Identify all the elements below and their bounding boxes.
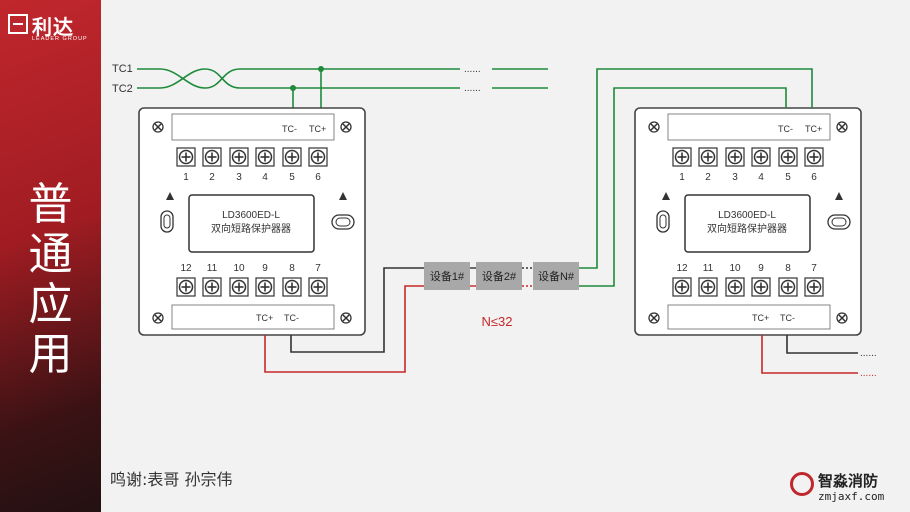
output-wire-black <box>290 267 424 353</box>
terminal-number: 6 <box>811 172 817 183</box>
terminal-number: 12 <box>180 263 192 274</box>
tc2-continuation: ...... <box>464 83 481 94</box>
terminal-number: 12 <box>676 263 688 274</box>
section-title-char: 应 <box>28 279 73 330</box>
terminal-number: 9 <box>758 263 764 274</box>
led-right-icon <box>827 214 851 230</box>
top-tc-plus-label: TC+ <box>309 124 326 134</box>
indicator-right-icon <box>339 192 347 200</box>
section-title-char: 普 <box>28 179 73 230</box>
device-box <box>533 262 579 290</box>
top-tc-minus-label: TC- <box>778 124 793 134</box>
terminal-number: 8 <box>785 263 791 274</box>
terminal-number: 2 <box>705 172 711 183</box>
bottom-tc-plus-label: TC+ <box>752 313 769 323</box>
right-black-continuation: ...... <box>860 348 877 359</box>
watermark-url: zmjaxf.com <box>818 490 885 503</box>
tc1-label: TC1 <box>112 63 133 75</box>
terminal-number: 6 <box>315 172 321 183</box>
protector-module-right: TC- TC+ 1 2 3 4 5 6 LD3600ED-L 双向短路保护器器 … <box>634 107 862 336</box>
label-plate <box>684 194 811 253</box>
led-right-icon <box>331 214 355 230</box>
bottom-tc-minus-label: TC- <box>284 313 299 323</box>
model-number: LD3600ED-L <box>222 210 280 221</box>
watermark-logo-icon <box>790 472 814 496</box>
terminal-number: 4 <box>758 172 764 183</box>
device-label: 设备2# <box>482 269 517 283</box>
terminal-number: 4 <box>262 172 268 183</box>
credits: 鸣谢:表哥 孙宗伟 <box>110 470 233 489</box>
terminal-number: 10 <box>729 263 741 274</box>
logo-mark-icon <box>8 14 28 34</box>
wiring-diagram: TC1 TC2 ...... ...... TC- TC+ 1 2 3 4 5 … <box>112 63 877 379</box>
terminal-number: 1 <box>183 172 189 183</box>
right-red-continuation: ...... <box>860 368 877 379</box>
top-tc-minus-label: TC- <box>282 124 297 134</box>
tc2-label: TC2 <box>112 83 133 95</box>
model-number: LD3600ED-L <box>718 210 776 221</box>
label-plate <box>188 194 315 253</box>
device-chain: 设备1# 设备2# 设备N# N≤32 <box>424 262 579 329</box>
device-box <box>476 262 522 290</box>
indicator-right-icon <box>835 192 843 200</box>
watermark: 智淼消防 zmjaxf.com <box>790 470 905 506</box>
logo-subtext: LEADER GROUP <box>32 36 88 42</box>
tc2-wire <box>137 68 460 89</box>
device-name: 双向短路保护器器 <box>211 222 291 235</box>
section-title-char: 用 <box>28 329 73 380</box>
return-wire-inner <box>579 87 787 287</box>
section-title-char: 通 <box>28 229 73 280</box>
bottom-tc-minus-label: TC- <box>780 313 795 323</box>
watermark-name: 智淼消防 <box>818 472 879 490</box>
tc1-wire <box>137 68 460 89</box>
terminal-number: 3 <box>732 172 738 183</box>
sidebar: 利达 LEADER GROUP 普 通 应 用 <box>0 0 101 512</box>
device-name: 双向短路保护器器 <box>707 222 787 235</box>
indicator-left-icon <box>662 192 670 200</box>
tc1-continuation: ...... <box>464 64 481 75</box>
terminal-number: 5 <box>785 172 791 183</box>
output-wire-red <box>264 285 424 373</box>
section-title: 普 通 应 用 <box>0 180 101 380</box>
terminal-number: 10 <box>233 263 245 274</box>
device-label: 设备N# <box>538 269 575 283</box>
device-limit: N≤32 <box>482 314 513 329</box>
terminal-number: 3 <box>236 172 242 183</box>
bottom-tc-plus-label: TC+ <box>256 313 273 323</box>
terminal-number: 7 <box>315 263 321 274</box>
logo-text: 利达 <box>32 15 74 39</box>
brand-logo: 利达 LEADER GROUP <box>8 14 94 44</box>
device-box <box>424 262 470 290</box>
terminal-number: 2 <box>209 172 215 183</box>
return-wire-outer <box>579 68 813 269</box>
right-output-wire-red <box>761 335 858 374</box>
tc-bus: TC1 TC2 ...... ...... <box>112 63 548 112</box>
indicator-left-icon <box>166 192 174 200</box>
terminal-number: 1 <box>679 172 685 183</box>
terminal-number: 9 <box>262 263 268 274</box>
right-output-wire-black <box>786 335 858 354</box>
top-tc-plus-label: TC+ <box>805 124 822 134</box>
terminal-number: 11 <box>207 263 218 274</box>
terminal-number: 8 <box>289 263 295 274</box>
terminal-number: 5 <box>289 172 295 183</box>
terminal-number: 11 <box>703 263 714 274</box>
led-left-icon <box>160 210 174 233</box>
terminal-number: 7 <box>811 263 817 274</box>
protector-module-left: TC- TC+ 1 2 3 4 5 6 LD3600ED-L 双向短路保护器器 … <box>138 107 366 336</box>
device-label: 设备1# <box>430 269 465 283</box>
led-left-icon <box>656 210 670 233</box>
